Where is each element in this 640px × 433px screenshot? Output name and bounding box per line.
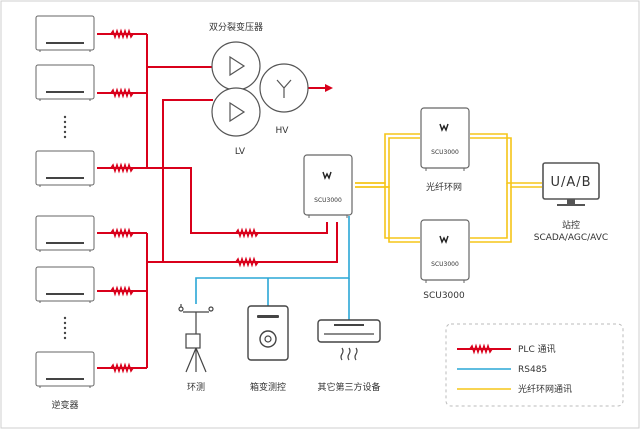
inverter-group [35,15,95,388]
box-monitor-label: 箱变测控 [250,381,286,393]
legend-label-plc: PLC 通讯 [518,344,556,355]
ellipsis-dots [63,115,67,139]
scu-lower-caption: SCU3000 [423,291,465,301]
inverter [35,64,95,101]
third-party-label: 其它第三方设备 [317,381,380,393]
station-label-line1: 站控 [562,219,580,231]
scu-lower [420,219,470,283]
legend-item-fiber: 光纤环网通讯 [457,383,572,395]
fiber-ring-label: 光纤环网 [426,181,462,193]
inverter [35,150,95,187]
scu-upper-label: SCU3000 [431,149,459,156]
plc-markers [110,28,259,374]
third-party-icon [317,319,381,361]
legend: PLC 通讯 RS485 光纤环网通讯 [445,323,624,407]
scu-lower-label: SCU3000 [431,261,459,268]
rs485-lines [195,216,350,320]
hv-output-arrow [325,84,333,92]
hv-label: HV [276,126,290,136]
plc-lines [97,33,338,369]
legend-item-plc: PLC 通讯 [457,343,556,355]
station-monitor [542,162,600,206]
box-monitor-icon [247,305,289,361]
station-screen-text: U/A/B [550,175,591,190]
transformer [211,41,309,137]
transformer-title: 双分裂变压器 [209,21,263,33]
inverter [35,351,95,388]
legend-box [445,323,624,407]
weather-label: 环测 [187,382,205,393]
legend-label-rs485: RS485 [518,365,547,375]
station-label-line2: SCADA/AGC/AVC [534,233,608,243]
legend-item-rs485: RS485 [457,365,547,375]
inverter [35,15,95,52]
inverter [35,266,95,303]
lv-label: LV [235,147,246,157]
ellipsis-dots [63,316,67,340]
inverters-label: 逆变器 [51,399,78,411]
weather-station-icon [178,304,214,373]
inverter [35,215,95,252]
legend-label-fiber: 光纤环网通讯 [518,383,572,395]
scu-main-label: SCU3000 [314,197,342,204]
fiber-ring [355,133,542,243]
scu-upper [420,107,470,171]
scu-main [303,154,353,218]
